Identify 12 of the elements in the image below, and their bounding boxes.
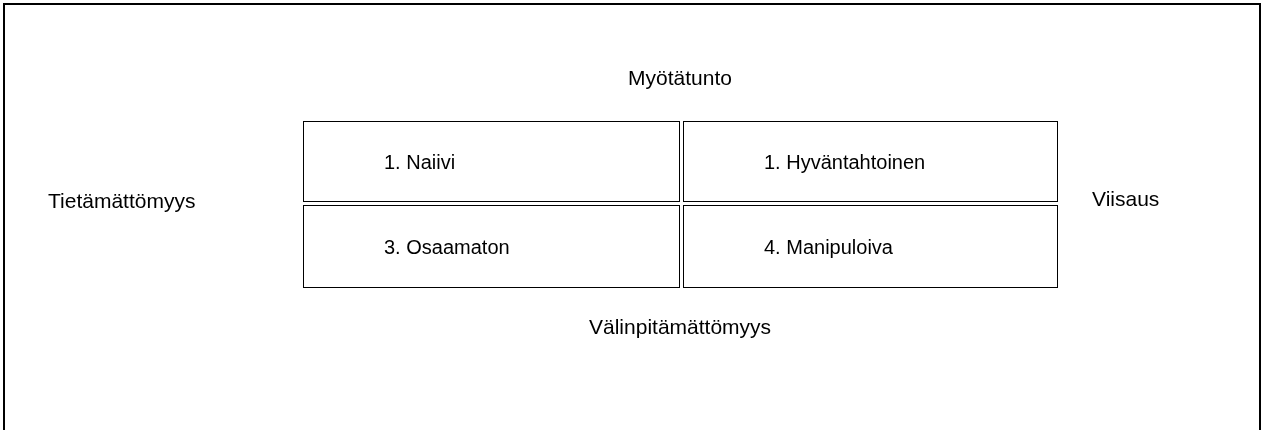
axis-label: Välinpitämättömyys bbox=[589, 315, 772, 339]
quadrant-box bbox=[303, 205, 680, 288]
axis-label: Viisaus bbox=[1092, 187, 1160, 211]
quadrant-box bbox=[683, 121, 1058, 202]
axis-label: Myötätunto bbox=[628, 66, 732, 90]
quadrant-label: 4. Manipuloiva bbox=[764, 235, 893, 259]
quadrant-label: 1. Naiivi bbox=[384, 150, 456, 174]
quadrant-label: 1. Hyväntahtoinen bbox=[764, 150, 926, 174]
quadrant-label: 3. Osaamaton bbox=[384, 235, 510, 259]
quadrant-box bbox=[303, 121, 680, 202]
axis-label: Tietämättömyys bbox=[48, 189, 196, 213]
quadrant-box bbox=[683, 205, 1058, 288]
